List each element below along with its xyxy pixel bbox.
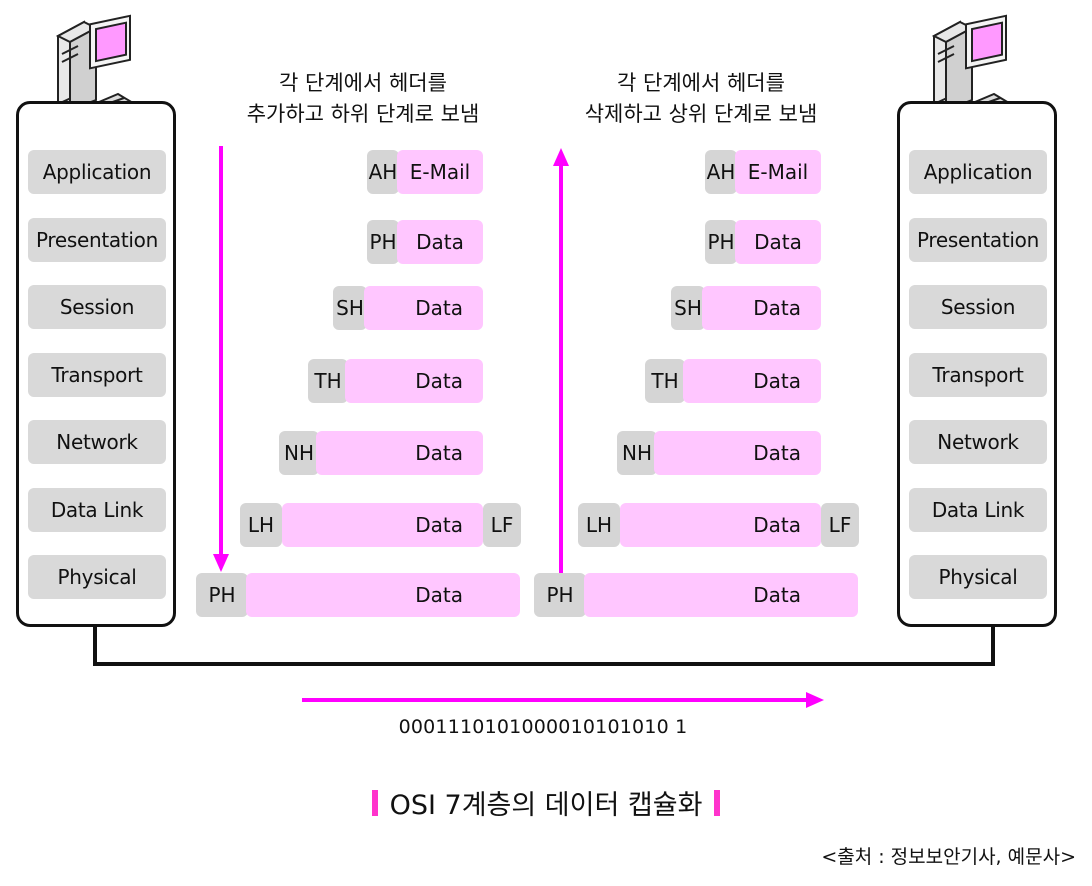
note-encapsulation: 각 단계에서 헤더를 추가하고 하위 단계로 보냄 [246, 71, 480, 126]
note-decapsulation: 각 단계에서 헤더를 삭제하고 상위 단계로 보냄 [584, 71, 818, 126]
layer-data-link: Data Link [909, 488, 1047, 532]
layer-presentation: Presentation [28, 218, 166, 262]
unit-payload: Data [654, 431, 821, 475]
unit-payload: Data [620, 503, 821, 547]
layer-session: Session [28, 285, 166, 329]
unit-header: SH [671, 286, 705, 330]
arrow-right-icon [302, 692, 824, 708]
osi-stack-sender: Application Presentation Session Transpo… [16, 101, 176, 627]
layer-presentation: Presentation [909, 218, 1047, 262]
caption-bar-right [714, 789, 721, 816]
connection-wire-right [991, 626, 995, 666]
connection-wire-left [93, 626, 97, 666]
connection-wire-bottom [93, 662, 995, 666]
source-credit: <출처 : 정보보안기사, 예문사> [821, 846, 1076, 868]
layer-transport: Transport [909, 353, 1047, 397]
layer-data-link: Data Link [28, 488, 166, 532]
caption-text: OSI 7계층의 데이터 캡슐화 [389, 790, 703, 821]
unit-trailer: LF [821, 503, 859, 547]
unit-header: PH [705, 220, 737, 264]
unit-payload: Data [282, 503, 483, 547]
layer-transport: Transport [28, 353, 166, 397]
figure-caption: OSI 7계층의 데이터 캡슐화 [0, 783, 1092, 822]
unit-header: PH [534, 573, 586, 617]
unit-header: PH [367, 220, 399, 264]
unit-header: AH [705, 150, 737, 194]
bitstream: 0001110101000010101010 1 [398, 716, 688, 738]
caption-bar-left [371, 789, 378, 816]
layer-session: Session [909, 285, 1047, 329]
unit-header: AH [367, 150, 399, 194]
unit-payload: Data [345, 359, 483, 403]
layer-physical: Physical [28, 555, 166, 599]
unit-header: PH [196, 573, 248, 617]
unit-payload: Data [735, 220, 821, 264]
unit-header: LH [578, 503, 620, 547]
unit-payload: Data [397, 220, 483, 264]
unit-header: SH [333, 286, 367, 330]
layer-application: Application [28, 150, 166, 194]
osi-stack-receiver: Application Presentation Session Transpo… [897, 101, 1057, 627]
unit-header: NH [617, 431, 657, 475]
layer-network: Network [909, 420, 1047, 464]
unit-payload: Data [683, 359, 821, 403]
layer-application: Application [909, 150, 1047, 194]
arrow-down-icon [213, 146, 229, 572]
unit-trailer: LF [483, 503, 521, 547]
unit-payload: E-Mail [735, 150, 821, 194]
layer-physical: Physical [909, 555, 1047, 599]
unit-header: TH [645, 359, 685, 403]
unit-header: TH [308, 359, 348, 403]
unit-header: LH [240, 503, 282, 547]
unit-payload: Data [246, 573, 520, 617]
unit-payload: E-Mail [397, 150, 483, 194]
unit-payload: Data [702, 286, 821, 330]
unit-payload: Data [584, 573, 858, 617]
unit-header: NH [279, 431, 319, 475]
layer-network: Network [28, 420, 166, 464]
computer-icon-left [55, 14, 141, 124]
unit-payload: Data [316, 431, 483, 475]
arrow-up-icon [553, 148, 569, 574]
unit-payload: Data [364, 286, 483, 330]
